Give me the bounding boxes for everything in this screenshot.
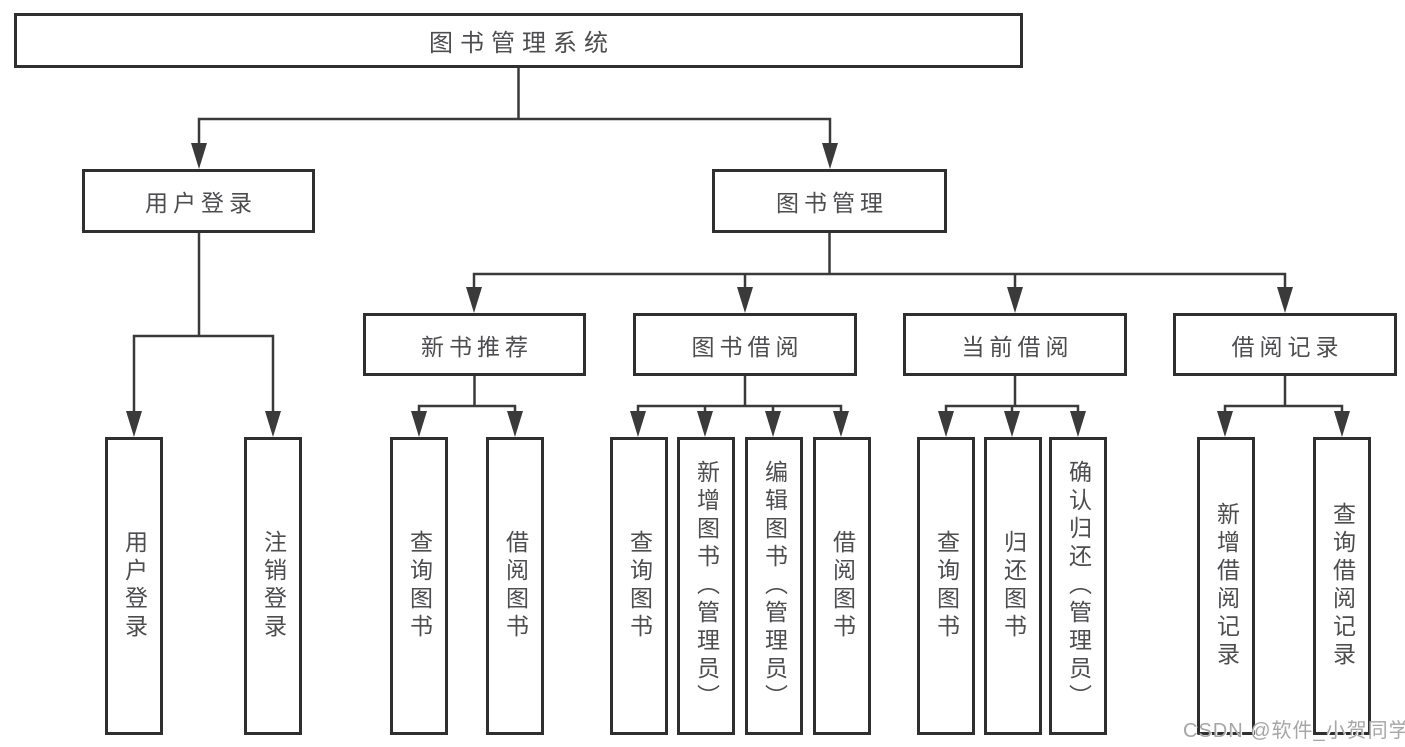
leaf-borrowing-query-books-label: 查询图书 [626, 530, 653, 642]
node-root-label: 图书管理系统 [429, 30, 615, 57]
leaf-borrowing-edit-books-admin: 编辑图书（管理员） [745, 437, 803, 735]
node-current-borrowing: 当前借阅 [903, 313, 1127, 376]
leaf-borrowing-add-books-admin-label: 新增图书（管理员） [693, 460, 720, 712]
leaf-records-add-record: 新增借阅记录 [1197, 437, 1255, 735]
node-root: 图书管理系统 [14, 13, 1023, 68]
leaf-current-return-books: 归还图书 [984, 437, 1042, 735]
leaf-current-return-books-label: 归还图书 [1000, 530, 1027, 642]
leaf-newbooks-borrow-books-label: 借阅图书 [502, 530, 529, 642]
leaf-current-confirm-return-admin-label: 确认归还（管理员） [1065, 460, 1092, 712]
leaf-records-query-record-label: 查询借阅记录 [1329, 502, 1356, 670]
leaf-user-login-label: 用户登录 [121, 530, 148, 642]
node-new-book-recommend-label: 新书推荐 [421, 333, 533, 360]
node-book-borrowing: 图书借阅 [633, 313, 857, 376]
node-user-login: 用户登录 [82, 169, 315, 233]
leaf-records-query-record: 查询借阅记录 [1313, 437, 1371, 735]
leaf-records-add-record-label: 新增借阅记录 [1213, 502, 1240, 670]
node-borrowing-records-label: 借阅记录 [1231, 333, 1344, 360]
arrowheads [126, 143, 1350, 437]
leaf-current-confirm-return-admin: 确认归还（管理员） [1049, 437, 1107, 735]
leaf-user-login: 用户登录 [105, 437, 163, 735]
leaf-newbooks-borrow-books: 借阅图书 [486, 437, 544, 735]
leaf-borrowing-borrow-books-label: 借阅图书 [829, 530, 856, 642]
node-borrowing-records: 借阅记录 [1173, 313, 1397, 376]
csdn-watermark: CSDN @软件_小贺同学 [1183, 720, 1405, 742]
leaf-logout: 注销登录 [244, 437, 302, 735]
leaf-borrowing-add-books-admin: 新增图书（管理员） [677, 437, 735, 735]
node-book-management: 图书管理 [712, 169, 947, 233]
node-new-book-recommend: 新书推荐 [363, 313, 586, 376]
leaf-borrowing-borrow-books: 借阅图书 [813, 437, 871, 735]
leaf-newbooks-query-books-label: 查询图书 [406, 530, 433, 642]
leaf-current-query-books-label: 查询图书 [933, 530, 960, 642]
leaf-current-query-books: 查询图书 [917, 437, 975, 735]
node-book-management-label: 图书管理 [776, 190, 888, 216]
leaf-borrowing-edit-books-admin-label: 编辑图书（管理员） [761, 460, 788, 712]
leaf-borrowing-query-books: 查询图书 [610, 437, 668, 735]
node-book-borrowing-label: 图书借阅 [691, 333, 804, 360]
leaf-logout-label: 注销登录 [260, 530, 287, 642]
node-user-login-label: 用户登录 [145, 190, 257, 216]
node-current-borrowing-label: 当前借阅 [961, 333, 1074, 360]
leaf-newbooks-query-books: 查询图书 [390, 437, 448, 735]
